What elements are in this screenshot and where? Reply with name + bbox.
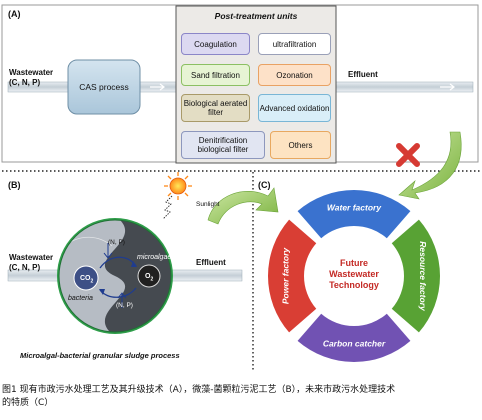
unit-denitrification-filter: Denitrification biological filter — [181, 131, 265, 159]
sun-icon — [164, 172, 192, 200]
flow-arrow-icon — [440, 83, 455, 91]
rejected-cross-icon — [396, 143, 420, 167]
unit-coagulation: Coagulation — [181, 33, 250, 55]
segment-resource-factory — [391, 219, 440, 333]
caption-line-1: 图1 现有市政污水处理工艺及其升级技术（A），微藻-菌颗粒污泥工艺（B），未来市… — [2, 385, 396, 395]
co2-label: CO2 — [80, 275, 94, 285]
effluent-label-b: Effluent — [196, 258, 226, 267]
o2-label: O2 — [145, 273, 154, 283]
green-arrow-to-c — [398, 131, 462, 200]
sunlight-ray-icon — [162, 195, 173, 220]
cas-process-tank — [67, 59, 141, 115]
center-line-3: Technology — [329, 280, 379, 290]
panel-b-label: (B) — [8, 180, 21, 190]
co2-bubble — [73, 265, 99, 291]
effluent-label-a: Effluent — [348, 70, 378, 79]
granule — [57, 218, 173, 334]
outlet-pipe-b — [163, 269, 243, 282]
green-arrow-b-to-c — [207, 187, 279, 225]
flow-arrow-icon — [150, 83, 165, 91]
unit-ozonation: Ozonation — [258, 64, 331, 86]
center-line-1: Future — [340, 258, 368, 268]
figure-caption: 图1 现有市政污水处理工艺及其升级技术（A），微藻-菌颗粒污泥工艺（B），未来市… — [2, 384, 482, 410]
segment-power-factory — [267, 219, 317, 333]
post-treatment-title: Post-treatment units — [214, 11, 298, 21]
panel-a-label: (A) — [8, 9, 21, 19]
segment-water-factory-label: Water factory — [327, 202, 382, 212]
bacteria-label: bacteria — [68, 295, 93, 302]
nutrients-top-label: (N, P) — [108, 239, 125, 246]
wastewater-composition-a: (C, N, P) — [9, 78, 41, 87]
segment-water-factory — [297, 189, 411, 239]
unit-biological-aerated-filter: Biological aerated filter — [181, 94, 250, 122]
unit-sand-filtration: Sand filtration — [181, 64, 250, 86]
wastewater-composition-b: (C, N, P) — [9, 263, 41, 272]
granular-process-caption: Microalgal-bacterial granular sludge pro… — [20, 351, 180, 360]
segment-resource-factory-label: Resource factory — [418, 241, 428, 312]
unit-advanced-oxidation: Advanced oxidation — [258, 94, 331, 122]
panel-c-label: (C) — [258, 180, 271, 190]
wastewater-label-b: Wastewater — [9, 253, 54, 262]
caption-line-2: 的特质（C） — [2, 398, 54, 408]
ring-center — [312, 234, 396, 318]
sunlight-label: Sunlight — [196, 201, 220, 208]
nutrients-bottom-label: (N, P) — [116, 302, 133, 309]
segment-carbon-catcher — [297, 313, 411, 362]
segment-power-factory-label: Power factory — [280, 247, 290, 304]
center-line-2: Wastewater — [329, 269, 379, 279]
microalgae-label: microalgae — [137, 254, 172, 261]
unit-ultrafiltration: ultrafiltration — [258, 33, 331, 55]
wastewater-label-a: Wastewater — [9, 68, 54, 77]
future-technology-title: Future Wastewater Technology — [312, 258, 396, 291]
cas-process-label: CAS process — [79, 82, 129, 92]
segment-carbon-catcher-label: Carbon catcher — [323, 338, 386, 348]
unit-others: Others — [270, 131, 331, 159]
o2-bubble — [137, 264, 161, 288]
